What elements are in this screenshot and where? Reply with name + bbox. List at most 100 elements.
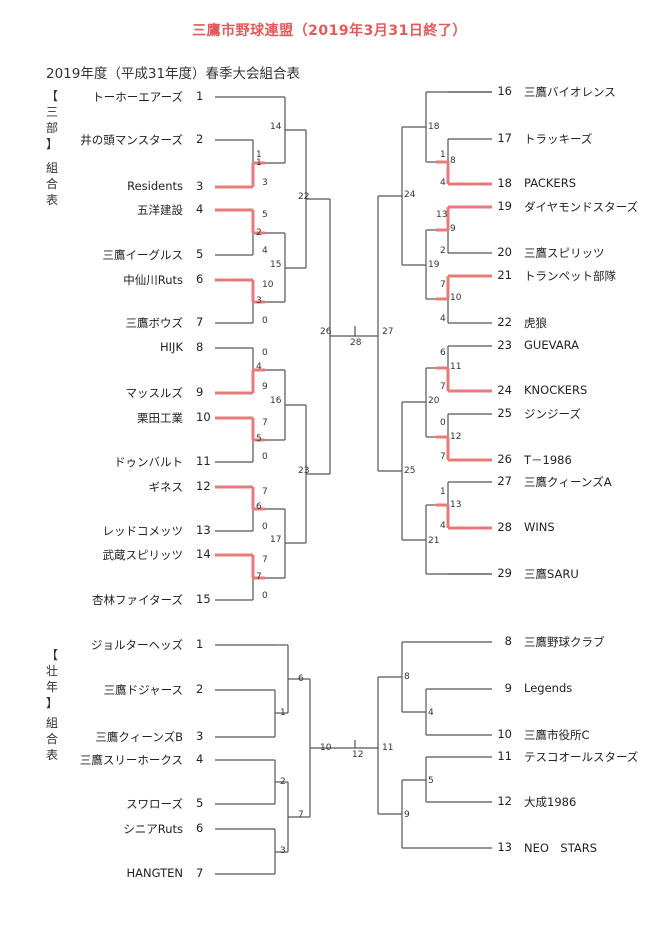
section-label-char: 三 xyxy=(45,105,58,119)
team-name: T－1986 xyxy=(524,453,572,467)
team-name: Legends xyxy=(524,681,573,695)
score-label: 4 xyxy=(440,314,446,324)
team-name: ギネス xyxy=(148,480,184,494)
score-label: 20 xyxy=(428,396,440,406)
team-seed: 18 xyxy=(497,176,512,190)
team-name: トラッキーズ xyxy=(524,132,593,146)
section-label-char: 部 xyxy=(45,121,58,135)
team-seed: 7 xyxy=(196,315,204,329)
score-label: 2 xyxy=(256,228,262,238)
team-seed: 11 xyxy=(196,454,211,468)
team-seed: 20 xyxy=(497,245,512,259)
score-label: 2 xyxy=(280,777,286,787)
section-sublabel-char: 組 xyxy=(45,161,58,175)
team-name: Residents xyxy=(127,179,183,193)
team-seed: 17 xyxy=(497,131,512,145)
section-label: 【壮年】 xyxy=(44,647,60,711)
team-name: 杏林ファイターズ xyxy=(92,593,183,607)
score-label: 27 xyxy=(382,327,394,337)
team-name: KNOCKERS xyxy=(524,383,588,397)
score-label: 7 xyxy=(256,572,262,582)
score-label: 4 xyxy=(428,708,434,718)
score-label: 3 xyxy=(256,296,262,306)
team-seed: 2 xyxy=(196,682,204,696)
team-seed: 12 xyxy=(196,479,211,493)
score-label: 7 xyxy=(440,280,446,290)
score-label: 11 xyxy=(450,362,462,372)
team-seed: 11 xyxy=(497,749,512,763)
score-label: 21 xyxy=(428,536,440,546)
team-seed: 9 xyxy=(504,681,512,695)
score-label: 10 xyxy=(262,280,274,290)
team-seed: 1 xyxy=(196,89,204,103)
score-label: 17 xyxy=(270,535,282,545)
score-label: 7 xyxy=(298,810,304,820)
section-label-char: 【 xyxy=(45,89,58,103)
section-sublabel-char: 表 xyxy=(45,193,58,207)
team-name: 栗田工業 xyxy=(137,411,183,425)
score-label: 11 xyxy=(382,743,394,753)
team-seed: 1 xyxy=(196,637,204,651)
team-name: GUEVARA xyxy=(524,338,579,352)
team-name: 井の頭マンスターズ xyxy=(80,133,183,147)
team-name: 大成1986 xyxy=(524,795,577,809)
score-label: 10 xyxy=(320,743,332,753)
score-label: 23 xyxy=(298,466,310,476)
team-seed: 25 xyxy=(497,406,512,420)
section-label-char: 】 xyxy=(45,696,58,710)
team-seed: 10 xyxy=(497,727,512,741)
team-name: スワローズ xyxy=(126,797,183,811)
score-label: 6 xyxy=(440,348,446,358)
team-seed: 2 xyxy=(196,132,204,146)
score-label: 6 xyxy=(256,502,262,512)
score-label: 0 xyxy=(262,348,268,358)
team-name: HANGTEN xyxy=(126,866,183,880)
score-label: 4 xyxy=(440,178,446,188)
team-seed: 12 xyxy=(497,794,512,808)
score-label: 13 xyxy=(450,500,462,510)
team-name: レッドコメッツ xyxy=(102,524,184,538)
score-label: 0 xyxy=(262,316,268,326)
section-sublabel-char: 合 xyxy=(45,177,58,191)
team-seed: 15 xyxy=(196,592,211,606)
score-label: 1 xyxy=(280,708,286,718)
score-label: 12 xyxy=(352,750,364,760)
score-label: 8 xyxy=(450,156,456,166)
score-label: 5 xyxy=(428,776,434,786)
score-label: 8 xyxy=(404,672,410,682)
score-label: 5 xyxy=(256,434,262,444)
section-label-char: 】 xyxy=(45,137,58,151)
page-title: 三鷹市野球連盟（2019年3月31日終了） xyxy=(192,23,467,39)
team-seed: 6 xyxy=(196,272,204,286)
team-name: 三鷹イーグルス xyxy=(102,248,184,262)
score-label: 0 xyxy=(262,522,268,532)
team-name: テスコオールスターズ xyxy=(524,750,639,764)
team-seed: 21 xyxy=(497,268,512,282)
score-label: 0 xyxy=(440,418,446,428)
score-label: 7 xyxy=(262,418,268,428)
team-seed: 28 xyxy=(497,520,512,534)
score-label: 16 xyxy=(270,396,282,406)
team-name: 三鷹クィーンズA xyxy=(524,475,612,489)
score-label: 9 xyxy=(262,382,268,392)
score-label: 1 xyxy=(440,487,446,497)
score-label: 1 xyxy=(440,150,446,160)
team-name: ドゥンバルト xyxy=(114,455,183,469)
score-label: 4 xyxy=(440,521,446,531)
team-seed: 13 xyxy=(196,523,211,537)
team-seed: 27 xyxy=(497,474,512,488)
team-name: WINS xyxy=(524,520,555,534)
team-seed: 4 xyxy=(196,202,204,216)
document-subtitle: 2019年度（平成31年度）春季大会組合表 xyxy=(46,66,301,82)
score-label: 3 xyxy=(280,846,286,856)
team-seed: 9 xyxy=(196,385,204,399)
score-label: 6 xyxy=(298,674,304,684)
team-seed: 3 xyxy=(196,179,204,193)
team-name: 三鷹SARU xyxy=(524,567,579,581)
score-label: 3 xyxy=(262,178,268,188)
score-label: 12 xyxy=(450,432,462,442)
team-seed: 13 xyxy=(497,840,512,854)
score-label: 1 xyxy=(256,150,262,160)
team-seed: 4 xyxy=(196,752,204,766)
